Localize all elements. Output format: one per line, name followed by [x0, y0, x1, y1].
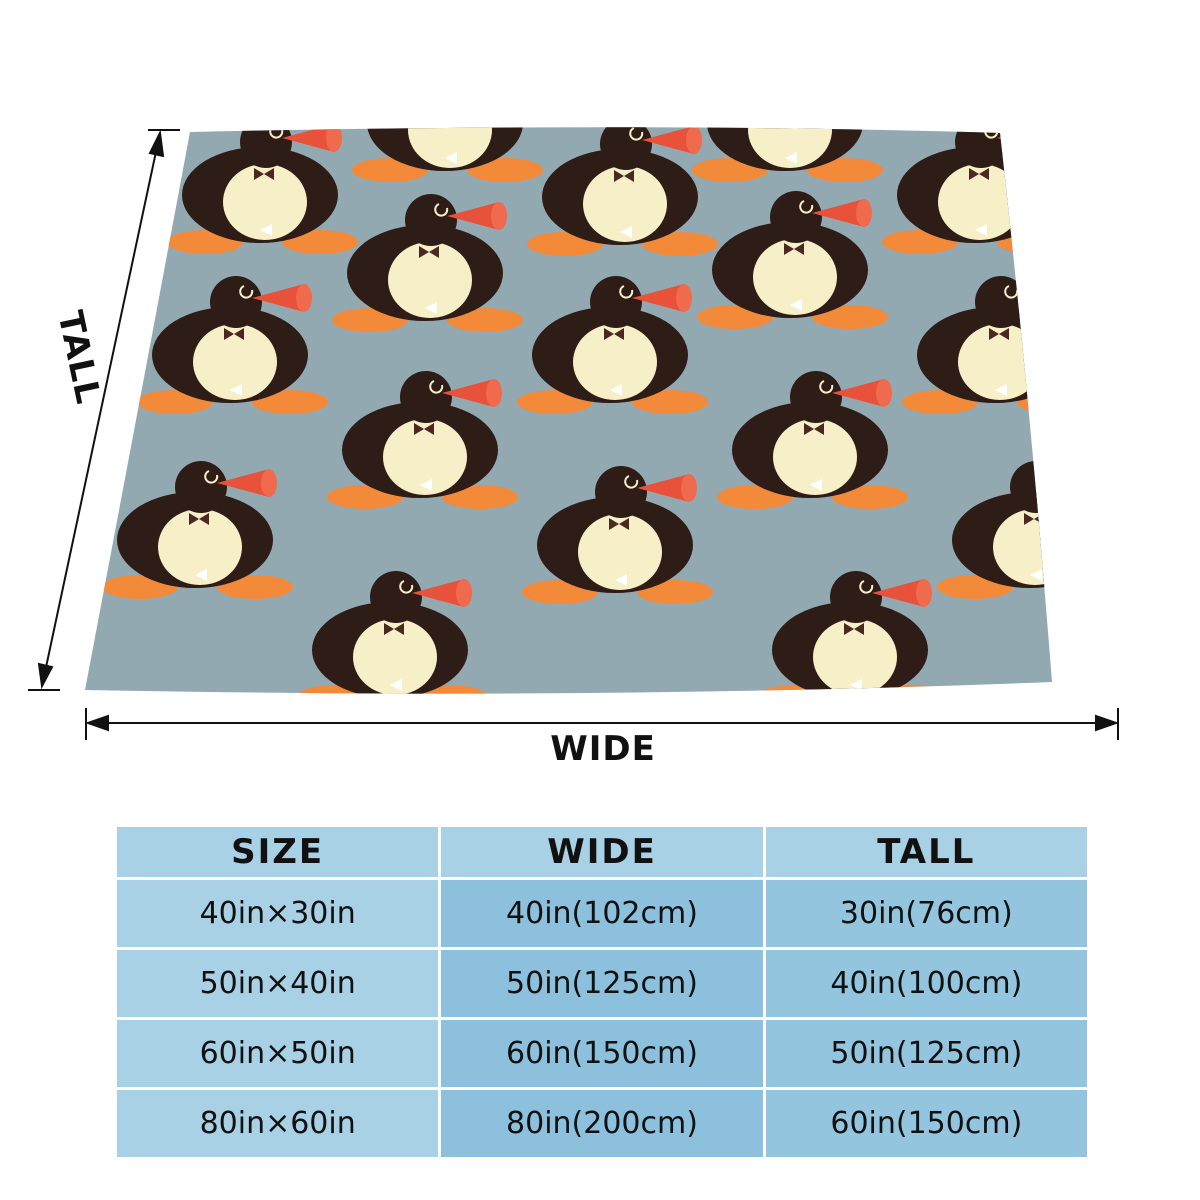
- tall-label: TALL: [49, 307, 108, 407]
- wide-label: WIDE: [550, 729, 656, 769]
- table-row: 40in×30in 40in(102cm) 30in(76cm): [117, 880, 1087, 947]
- tall-cell: 30in(76cm): [765, 880, 1087, 947]
- wide-dimension-arrow: [84, 708, 1120, 740]
- table-row: 80in×60in 80in(200cm) 60in(150cm): [117, 1090, 1087, 1157]
- wide-cell: 50in(125cm): [441, 950, 763, 1017]
- size-cell: 40in×30in: [117, 880, 439, 947]
- tall-cell: 40in(100cm): [765, 950, 1087, 1017]
- header-size: SIZE: [117, 827, 439, 877]
- tall-dimension-arrow: [28, 129, 180, 691]
- header-tall: TALL: [765, 827, 1087, 877]
- blanket-illustration: TALL WIDE: [28, 127, 1120, 769]
- table-header-row: SIZE WIDE TALL: [117, 827, 1087, 877]
- tall-cell: 60in(150cm): [765, 1090, 1087, 1157]
- size-cell: 60in×50in: [117, 1020, 439, 1087]
- wide-cell: 60in(150cm): [441, 1020, 763, 1087]
- table-row: 60in×50in 60in(150cm) 50in(125cm): [117, 1020, 1087, 1087]
- header-wide: WIDE: [441, 827, 763, 877]
- size-table: SIZE WIDE TALL 40in×30in 40in(102cm) 30i…: [114, 824, 1090, 1160]
- size-cell: 50in×40in: [117, 950, 439, 1017]
- tall-cell: 50in(125cm): [765, 1020, 1087, 1087]
- table-row: 50in×40in 50in(125cm) 40in(100cm): [117, 950, 1087, 1017]
- size-cell: 80in×60in: [117, 1090, 439, 1157]
- wide-cell: 80in(200cm): [441, 1090, 763, 1157]
- wide-cell: 40in(102cm): [441, 880, 763, 947]
